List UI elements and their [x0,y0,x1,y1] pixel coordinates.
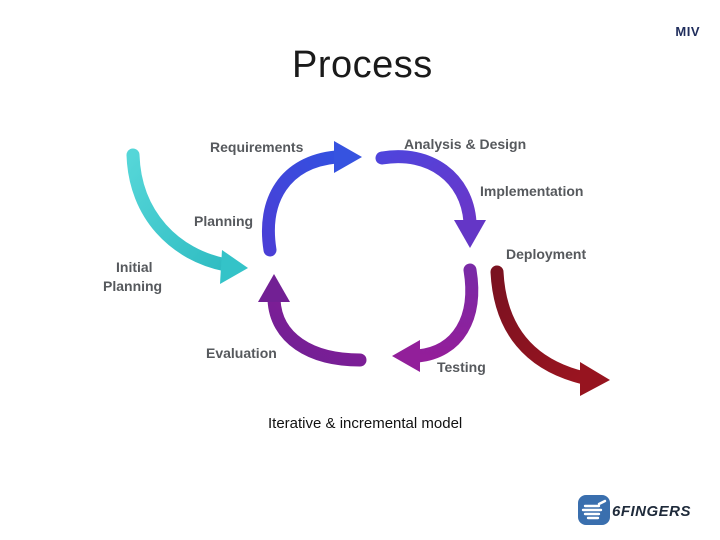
requirements-label: Requirements [210,139,304,155]
sixfingers-logo: 6FINGERS [578,495,691,525]
implementation-label: Implementation [480,183,583,199]
planning-requirements-arrow [261,141,362,257]
analysis-design-label: Analysis & Design [404,136,526,152]
planning-label: Planning [194,213,253,229]
evaluation-arrow [258,274,367,367]
logo-text: 6FINGERS [612,503,691,520]
testing-arrow [392,263,479,372]
initial-planning-label-line1: Initial [116,259,153,275]
analysis-implementation-arrow [375,150,486,248]
initial-planning-label-line2: Planning [103,278,162,294]
deployment-arrow [490,265,610,396]
corner-mark: MIV [675,24,700,39]
deployment-label: Deployment [506,246,586,262]
initial-planning-arrow [126,148,248,284]
diagram-caption: Iterative & incremental model [268,415,463,432]
slide-title: Process [292,44,433,86]
testing-label: Testing [437,359,486,375]
hand-icon [578,495,610,525]
evaluation-label: Evaluation [206,345,277,361]
